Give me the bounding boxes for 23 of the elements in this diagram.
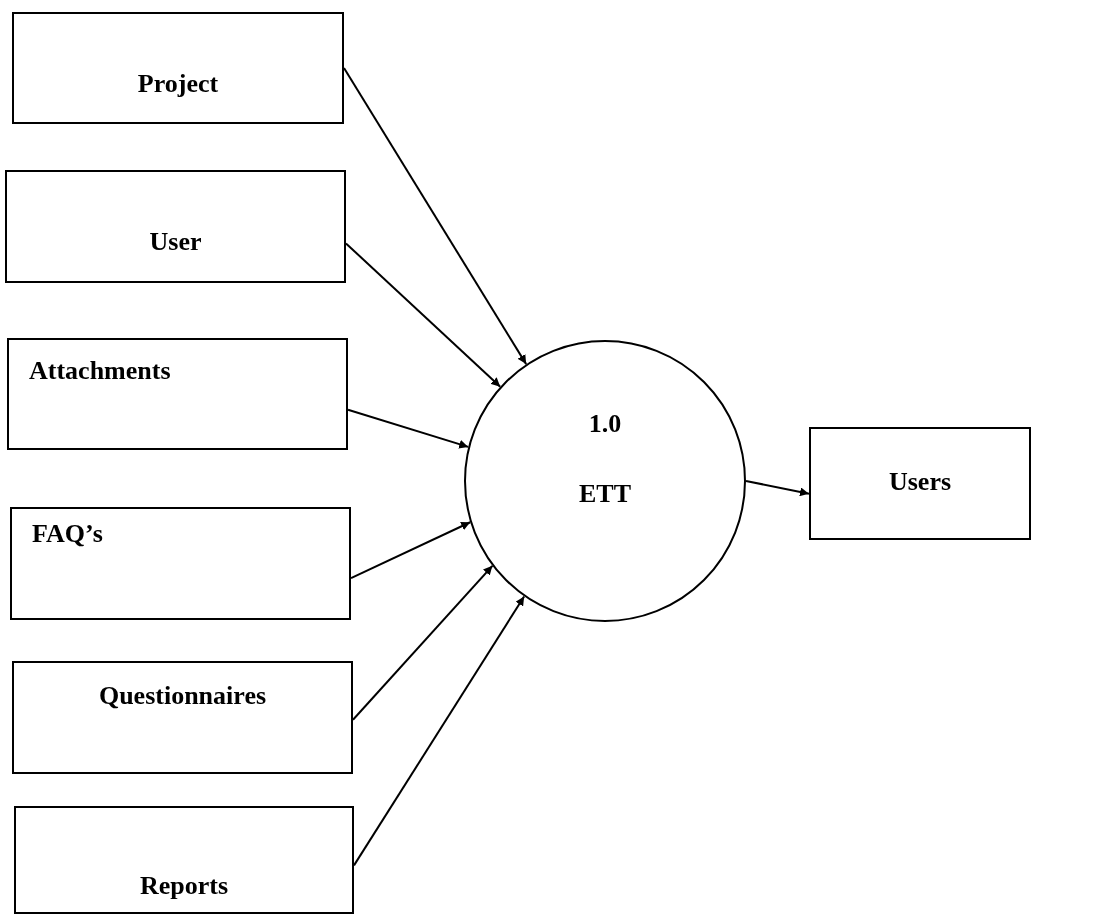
entity-label: Attachments <box>29 356 171 386</box>
entity-box <box>12 661 353 774</box>
entity-label: FAQ’s <box>32 519 103 549</box>
entity-box <box>7 338 348 450</box>
entity-label: Reports <box>138 871 230 901</box>
entity-box <box>5 170 346 283</box>
entity-box <box>10 507 351 620</box>
arrow <box>343 67 528 366</box>
arrow <box>345 242 502 388</box>
arrow <box>353 595 526 867</box>
process-label: ETT <box>578 479 632 509</box>
entity-box <box>12 12 344 124</box>
entity-label: User <box>148 227 203 257</box>
arrow <box>745 480 810 497</box>
entity-label: Questionnaires <box>97 681 268 711</box>
entity-label: Users <box>887 467 953 497</box>
entity-box <box>14 806 354 914</box>
process-number: 1.0 <box>587 409 623 439</box>
entity-box <box>809 427 1031 540</box>
arrow <box>350 521 472 580</box>
arrow <box>347 408 470 449</box>
arrow <box>352 564 494 721</box>
entity-label: Project <box>136 69 220 99</box>
